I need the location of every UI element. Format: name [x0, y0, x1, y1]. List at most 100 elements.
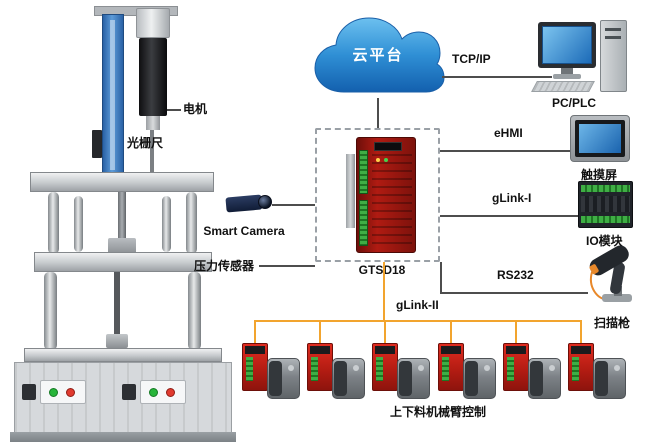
tower-slot	[605, 28, 621, 31]
status-led	[376, 158, 380, 162]
servo-drive-icon	[502, 343, 529, 391]
lower-rod	[114, 272, 120, 350]
column	[74, 196, 83, 252]
column	[186, 192, 197, 254]
servo-drive-unit	[242, 320, 300, 403]
control-box	[40, 380, 86, 404]
red-button	[66, 388, 75, 397]
clamp-pad	[22, 384, 36, 400]
monitor-stand	[561, 68, 573, 74]
middle-plate	[34, 252, 212, 272]
servo-drive-unit	[307, 320, 366, 403]
controller-panel	[372, 154, 412, 248]
servo-drive-icon	[372, 343, 399, 391]
green-button	[49, 388, 58, 397]
controller-label: GTSD18	[344, 263, 420, 277]
control-box	[140, 380, 186, 404]
top-plate	[30, 172, 214, 192]
bus-drop-line	[384, 320, 387, 343]
servo-motor-icon	[332, 358, 366, 399]
controller-dashed-frame	[315, 128, 440, 262]
monitor-base	[553, 74, 581, 79]
lower-column	[188, 272, 201, 350]
scanner-label: 扫描枪	[594, 316, 631, 330]
machine-foot	[10, 432, 236, 442]
tower-slot	[605, 36, 621, 39]
rs232-line	[440, 292, 588, 294]
camera-connector-line	[272, 204, 315, 206]
controller-bracket	[346, 154, 355, 228]
servo-motor-icon	[527, 358, 561, 399]
pc-tower-icon	[600, 20, 627, 92]
press-ram	[118, 192, 126, 240]
controller-to-bus-line	[383, 262, 385, 322]
motor-label: 电机	[183, 102, 208, 116]
servo-motor-icon	[397, 358, 431, 399]
work-table	[24, 348, 222, 362]
servo-drive-row	[242, 320, 626, 403]
smart-camera-icon	[225, 194, 263, 213]
controller-display	[374, 142, 402, 151]
servo-drive-unit	[567, 320, 626, 403]
ehmi-line	[440, 150, 570, 152]
status-led	[384, 158, 388, 162]
servo-drive-icon	[242, 343, 268, 391]
bus-drop-line	[514, 320, 517, 343]
rail-sensor	[92, 130, 102, 158]
rs232-label: RS232	[497, 268, 534, 282]
press-probe	[150, 130, 154, 174]
servo-drive-unit	[437, 320, 496, 403]
barcode-scanner-icon	[589, 245, 632, 302]
servo-drive-unit	[502, 320, 561, 403]
smart-camera-label: Smart Camera	[203, 224, 285, 238]
io-terminal-strip	[581, 185, 630, 192]
rail-highlight	[110, 20, 115, 170]
red-button	[166, 388, 175, 397]
press-machine-illustration	[10, 6, 242, 442]
io-module-face	[581, 196, 630, 212]
bus-drop-line	[254, 320, 256, 343]
column	[162, 196, 171, 252]
servo-motor-icon	[267, 358, 300, 399]
camera-lens-icon	[258, 195, 272, 209]
motor-body	[139, 38, 167, 116]
tcpip-line	[442, 76, 552, 78]
touchscreen-label: 触摸屏	[581, 168, 618, 182]
servo-drive-icon	[307, 343, 334, 391]
ehmi-label: eHMI	[494, 126, 523, 140]
servo-drive-icon	[567, 343, 594, 391]
cloud-label: 云平台	[352, 47, 404, 64]
tcpip-label: TCP/IP	[452, 52, 491, 66]
glink1-label: gLink-I	[492, 191, 532, 205]
rs232-vline	[440, 262, 442, 294]
pressure-connector-line	[259, 265, 315, 267]
pc-screen	[542, 26, 592, 64]
lower-column	[44, 272, 57, 350]
servo-drive-icon	[437, 343, 464, 391]
pressure-sensor-label: 压力传感器	[194, 259, 255, 273]
glink2-label: gLink-II	[396, 298, 439, 312]
servo-motor-icon	[462, 358, 496, 399]
bus-drop-line	[319, 320, 322, 343]
touchscreen-screen	[579, 124, 621, 153]
fixture-block	[106, 334, 128, 348]
motor-cap	[136, 8, 170, 38]
green-button	[149, 388, 158, 397]
io-terminal-strip	[581, 216, 630, 223]
terminal-block	[359, 150, 368, 194]
robot-arm-control-label: 上下料机械臂控制	[389, 405, 486, 419]
column	[48, 192, 59, 254]
motor-pointer-line	[167, 109, 181, 111]
cloud-icon	[314, 17, 445, 93]
pc-label: PC/PLC	[552, 96, 597, 110]
motor-coupling	[146, 116, 160, 130]
clamp-pad	[122, 384, 136, 400]
linear-scale-label: 光栅尺	[127, 136, 164, 150]
bus-drop-line	[579, 320, 582, 343]
terminal-block	[359, 200, 368, 246]
glink2-bus-line	[255, 320, 582, 322]
servo-motor-icon	[592, 358, 626, 399]
io-module-label: IO模块	[586, 234, 623, 248]
bus-drop-line	[449, 320, 452, 343]
